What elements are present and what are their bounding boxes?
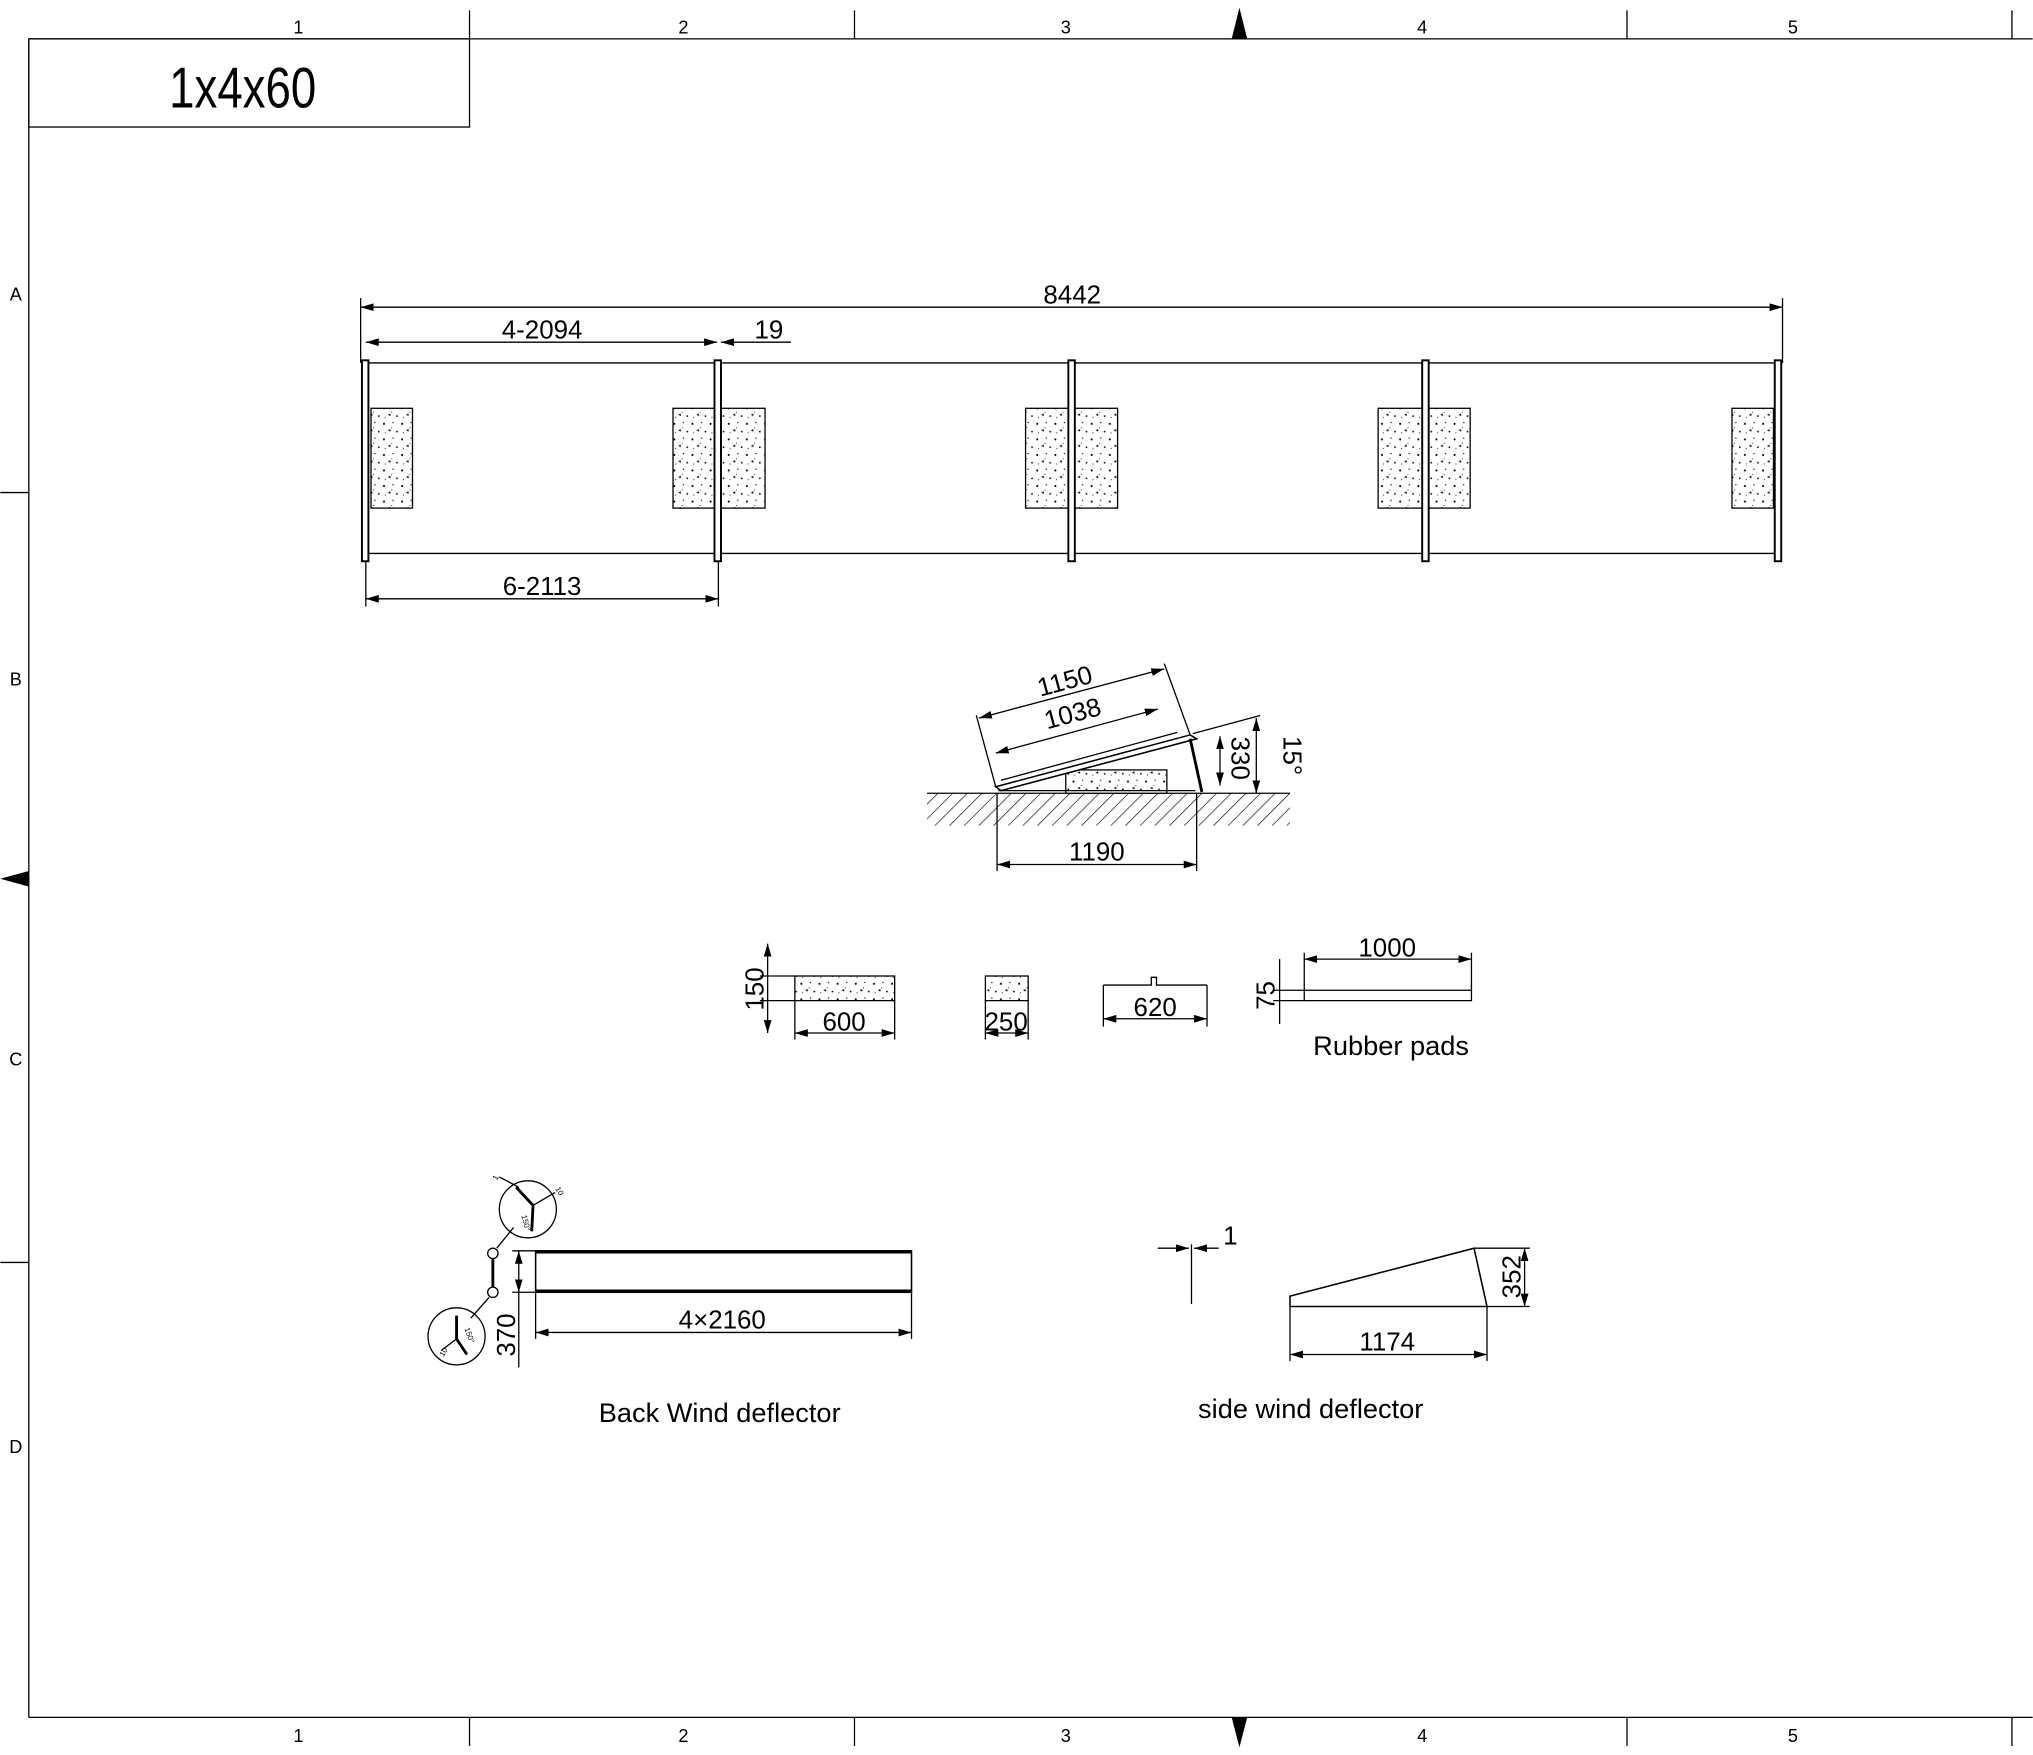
row-label: B <box>10 670 22 690</box>
dim-pad-length: 1000 <box>1358 935 1416 963</box>
col-label: 5 <box>1788 1726 1798 1746</box>
col-label: 2 <box>678 18 688 38</box>
row-label: A <box>10 285 23 305</box>
drawing-title: 1x4x60 <box>169 56 316 120</box>
row-label: C <box>9 1049 22 1069</box>
detail-top: 150° 1 10 <box>491 1174 566 1239</box>
col-label: 1 <box>293 18 303 38</box>
dim-module-spacing: 6-2113 <box>503 573 582 601</box>
dim-gap: 19 <box>755 316 784 344</box>
dim-rail-spacing: 4-2094 <box>502 316 583 344</box>
col-label: 1 <box>293 1726 303 1746</box>
plan-view: 8442 4-2094 19 6-2113 <box>359 281 1784 607</box>
col-label: 3 <box>1061 1726 1071 1746</box>
col-label: 5 <box>1788 18 1798 38</box>
col-label: 4 <box>1417 18 1427 38</box>
dim-ballast-length: 600 <box>822 1008 865 1036</box>
rubber-pads-label: Rubber pads <box>1313 1030 1469 1061</box>
dim-deflector-length: 4×2160 <box>679 1307 766 1335</box>
col-label: 4 <box>1417 1726 1427 1746</box>
dim-rear-height: 330 <box>1226 737 1254 780</box>
dim-base-length: 1190 <box>1069 839 1125 867</box>
tilt-side-view: 1150 1038 330 15° 1190 <box>927 661 1306 872</box>
col-label: 3 <box>1061 18 1071 38</box>
center-mark-bottom <box>1231 1717 1248 1748</box>
dim-deflector-height: 370 <box>493 1313 521 1356</box>
back-wind-deflector: 370 4×2160 150° 1 10 150° 10 Back Wind d… <box>427 1174 913 1428</box>
back-wind-deflector-label: Back Wind deflector <box>599 1397 841 1428</box>
detail-bottom-lip: 10 <box>438 1346 450 1359</box>
dim-side-thickness: 1 <box>1223 1222 1237 1250</box>
row-label: D <box>9 1437 22 1457</box>
dim-rail-length: 620 <box>1134 994 1177 1022</box>
dim-small-ballast: 250 <box>985 1008 1028 1036</box>
detail-top-thk: 1 <box>491 1174 501 1182</box>
dim-pad-thickness: 75 <box>1252 981 1280 1010</box>
side-wind-deflector: 1 352 1174 side wind deflector <box>1157 1222 1530 1424</box>
center-mark-left <box>0 871 29 887</box>
dim-side-length: 1174 <box>1359 1329 1415 1357</box>
dim-overall: 8442 <box>1043 281 1101 309</box>
col-label: 2 <box>678 1726 688 1746</box>
detail-top-angle: 150° <box>519 1214 532 1232</box>
center-mark-top <box>1231 7 1248 39</box>
ballast-250: 250 <box>985 975 1029 1040</box>
sheet-border: 1 2 3 4 5 1 2 3 4 5 A B C D <box>0 7 2033 1748</box>
detail-top-lip: 10 <box>553 1185 565 1198</box>
dim-ballast-height: 150 <box>742 967 770 1010</box>
ballast-600: 150 600 <box>742 943 896 1040</box>
dim-side-height: 352 <box>1499 1255 1527 1298</box>
detail-bottom-angle: 150° <box>462 1326 476 1344</box>
side-wind-deflector-label: side wind deflector <box>1198 1393 1423 1424</box>
rails <box>360 359 1783 563</box>
rail-620: 620 <box>1102 976 1208 1027</box>
dim-tilt-angle: 15° <box>1278 736 1306 775</box>
detail-bottom: 150° 10 <box>427 1307 486 1366</box>
title-block: 1x4x60 <box>28 38 471 128</box>
rubber-pad: 1000 75 Rubber pads <box>1252 935 1473 1061</box>
